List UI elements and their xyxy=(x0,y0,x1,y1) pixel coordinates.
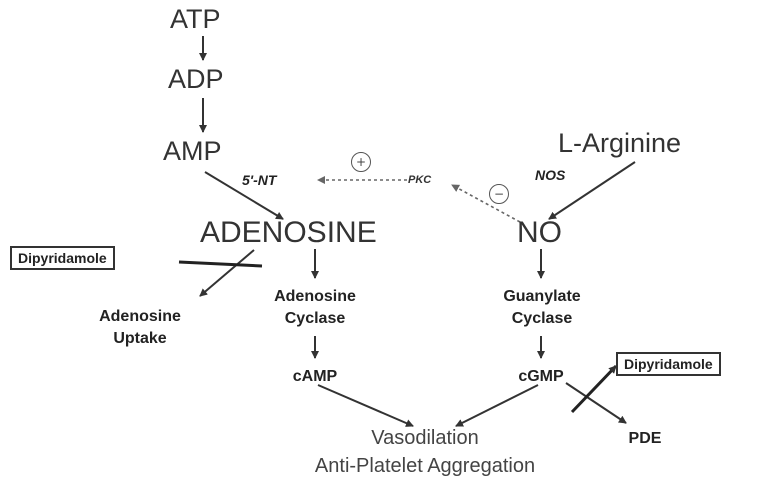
node-cgmp: cGMP xyxy=(518,368,564,385)
node-adenosine: ADENOSINE xyxy=(200,216,377,249)
arrow-cgmp-pde xyxy=(565,382,627,424)
node-camp: cAMP xyxy=(292,368,338,385)
node-l-arginine: L-Arginine xyxy=(558,128,682,158)
arrow-cgmp-vasodilation xyxy=(455,384,539,427)
node-amp: AMP xyxy=(163,136,222,166)
dipyridamole-box-right: Dipyridamole xyxy=(616,352,721,376)
minus-sign-icon: − xyxy=(489,184,509,204)
enzyme-pkc: PKC xyxy=(408,174,432,186)
node-adenosine-cyclase: Adenosine Cyclase xyxy=(274,288,356,327)
arrow-no-pkc xyxy=(451,184,521,223)
arrow-camp-vasodilation xyxy=(317,384,414,427)
arrow-larginine-no xyxy=(548,161,636,220)
inhibit-line-left xyxy=(178,260,263,268)
node-guanylate-cyclase: Guanylate Cyclase xyxy=(503,288,581,327)
arrow-adenosine-uptake xyxy=(199,249,255,297)
node-pde: PDE xyxy=(628,430,662,447)
enzyme-nos: NOS xyxy=(535,167,566,183)
node-adp: ADP xyxy=(168,64,224,94)
node-atp: ATP xyxy=(170,4,221,34)
outcome-vasodilation: Vasodilation xyxy=(371,427,479,449)
enzyme-5nt: 5'-NT xyxy=(242,172,277,188)
plus-sign-icon: + xyxy=(351,152,371,172)
node-adenosine-uptake: Adenosine Uptake xyxy=(99,308,181,347)
dipyridamole-box-left: Dipyridamole xyxy=(10,246,115,270)
outcome-anti-platelet: Anti-Platelet Aggregation xyxy=(314,455,536,477)
arrow-amp-adenosine xyxy=(204,171,284,220)
node-no: NO xyxy=(517,216,562,249)
inhibit-line-right xyxy=(570,364,618,414)
